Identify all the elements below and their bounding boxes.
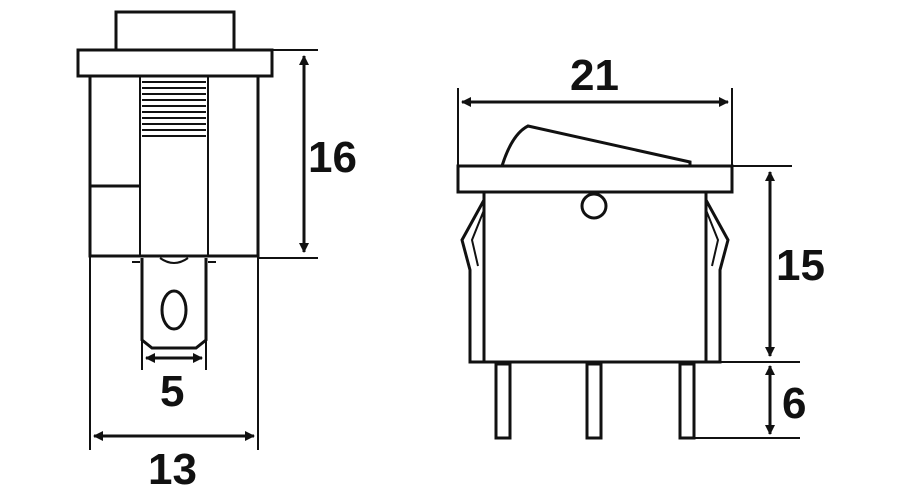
dimension-label-13: 13 bbox=[148, 445, 197, 494]
side-body bbox=[88, 74, 260, 258]
side-terminal bbox=[132, 257, 216, 350]
dimension-label-15: 15 bbox=[776, 241, 825, 290]
front-body bbox=[482, 190, 708, 364]
front-left-clip bbox=[460, 199, 486, 364]
dimension-label-16: 16 bbox=[308, 133, 357, 182]
front-flange bbox=[456, 164, 734, 194]
front-rocker-actuator bbox=[500, 124, 692, 167]
dimension-label-5: 5 bbox=[160, 367, 184, 416]
side-view: 16 5 13 bbox=[76, 10, 357, 494]
side-flange bbox=[76, 48, 274, 78]
front-indicator-dot bbox=[580, 192, 608, 220]
dimension-label-6: 6 bbox=[782, 379, 806, 428]
front-pins bbox=[494, 362, 696, 440]
front-view: 21 15 6 bbox=[456, 51, 825, 440]
side-grip-ribs bbox=[142, 81, 206, 137]
dimension-label-21: 21 bbox=[570, 51, 619, 100]
front-right-clip bbox=[704, 199, 730, 364]
side-actuator-cap bbox=[114, 10, 236, 52]
